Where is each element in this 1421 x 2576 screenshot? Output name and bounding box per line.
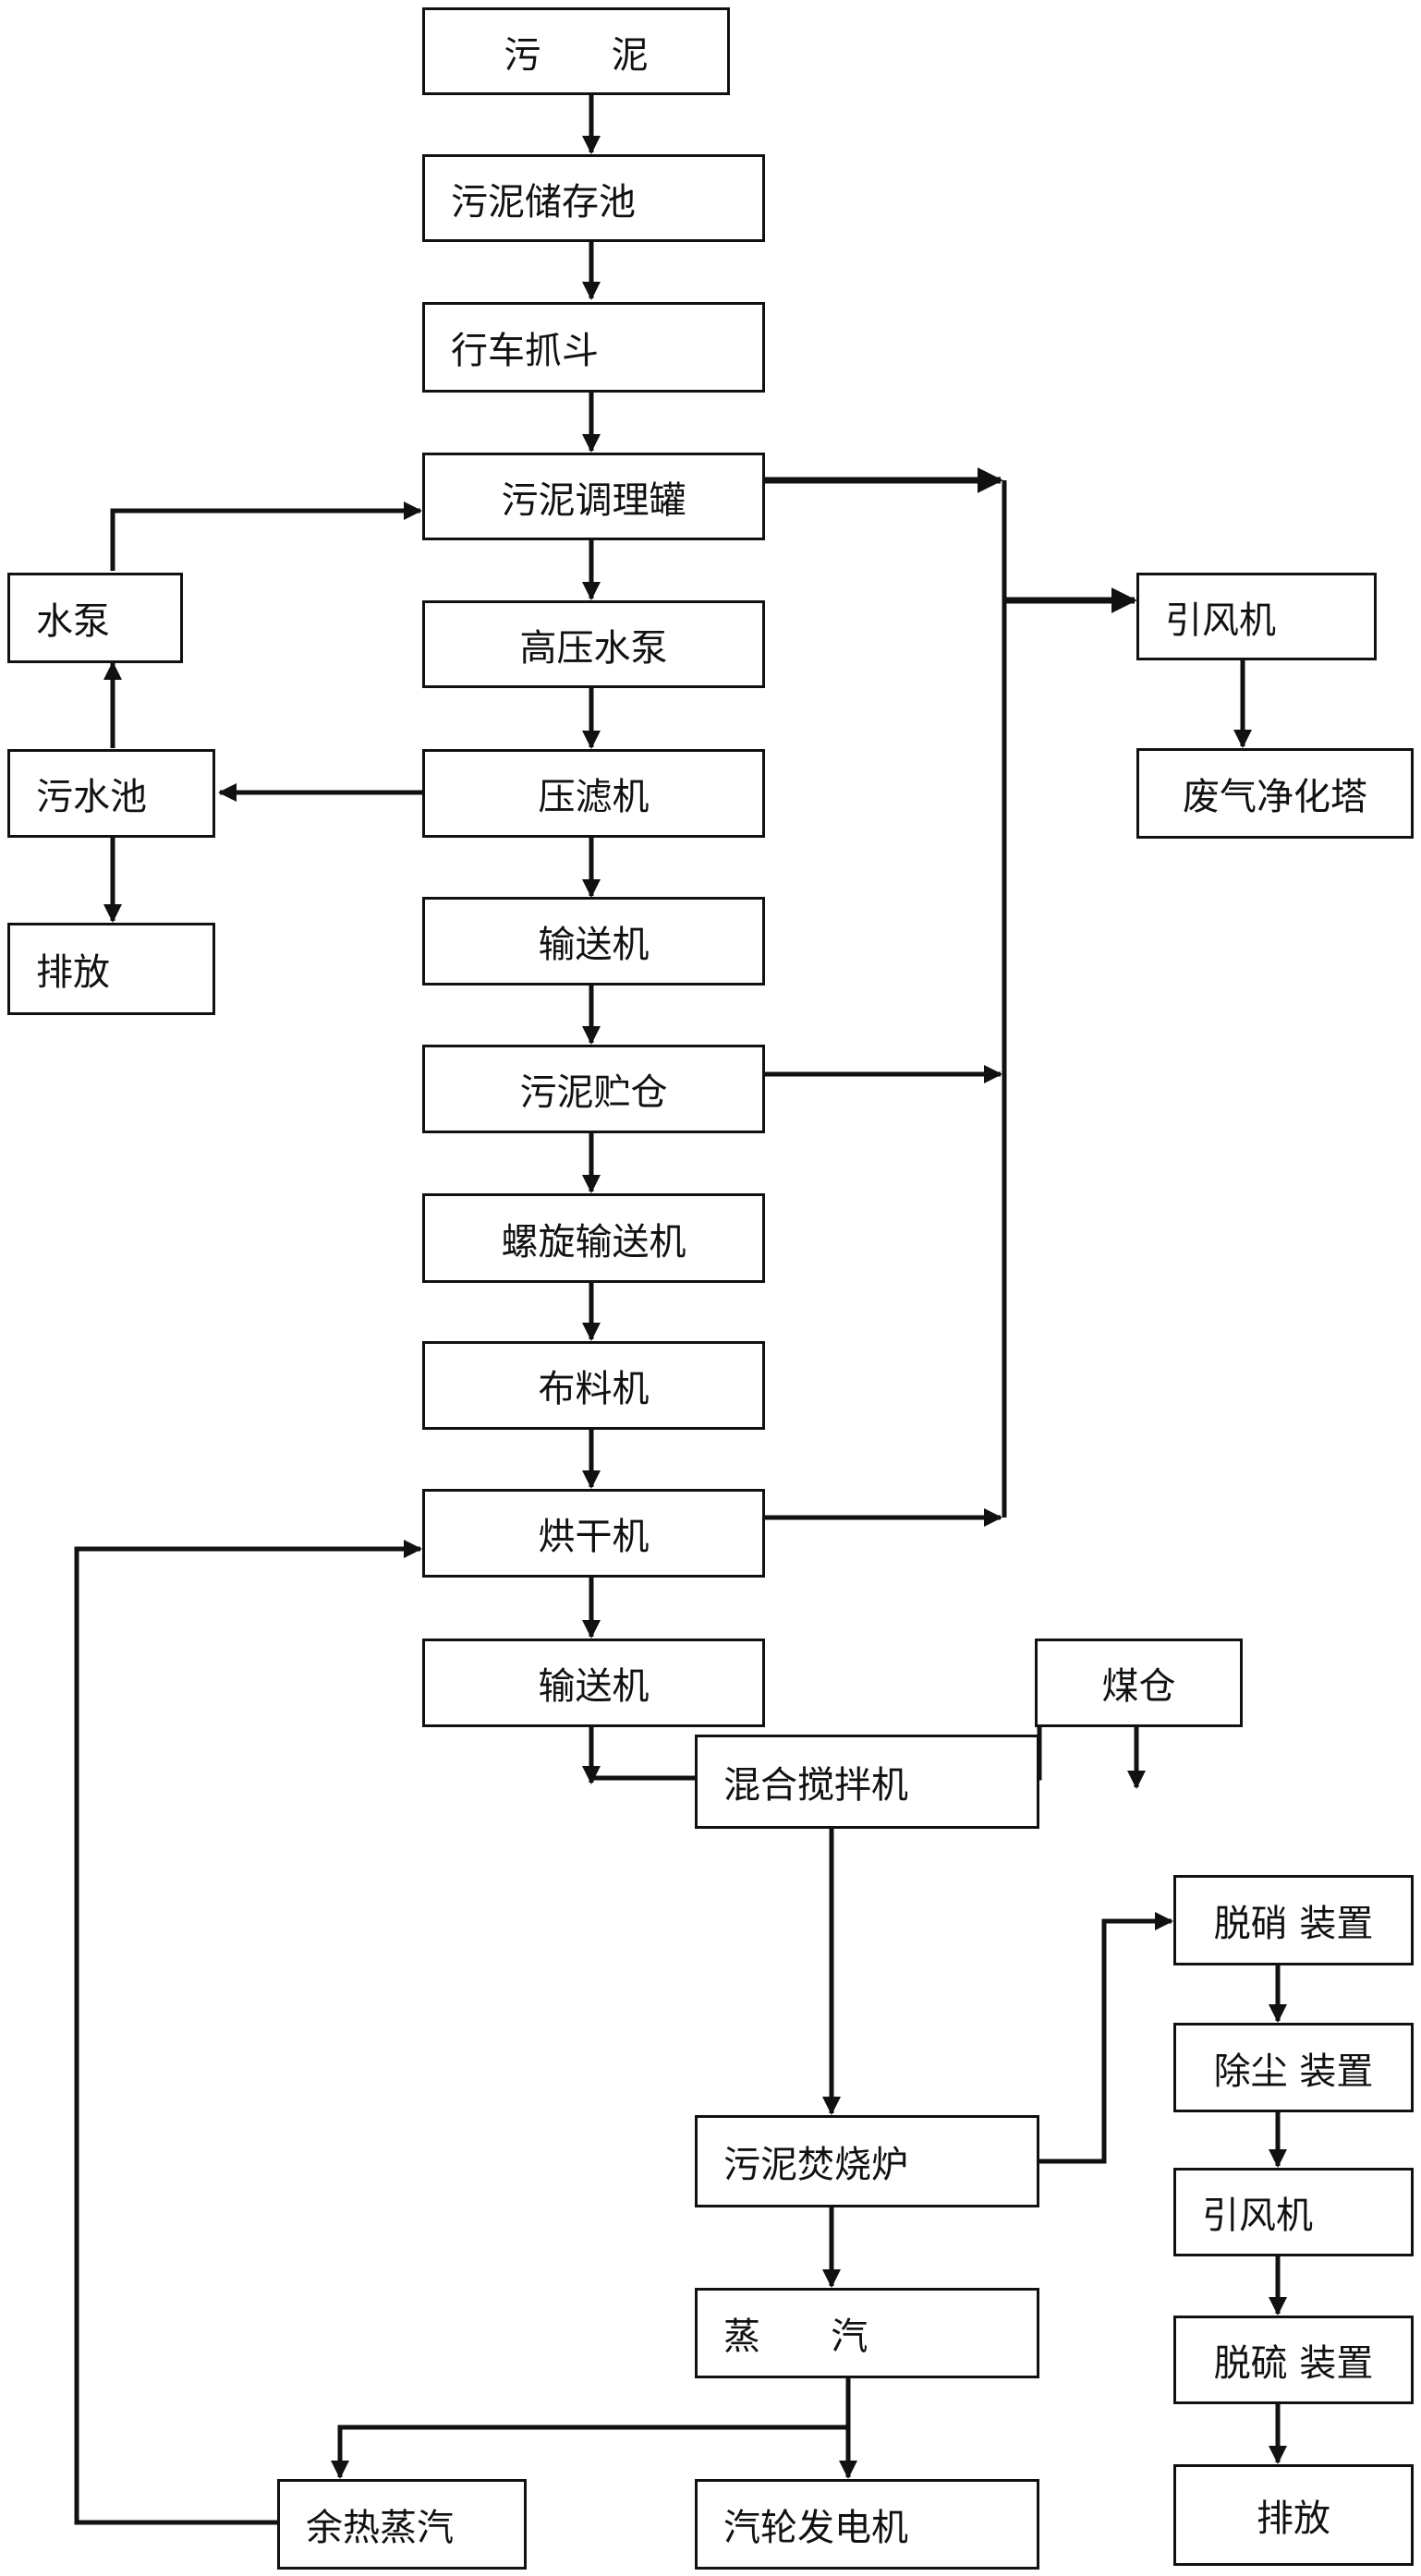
node-conditioning-tank: 污泥调理罐 bbox=[422, 453, 765, 540]
node-steam: 蒸 汽 bbox=[695, 2288, 1039, 2378]
node-sewage-pool: 污水池 bbox=[7, 749, 215, 838]
node-water-pump: 水泵 bbox=[7, 573, 183, 663]
node-dryer: 烘干机 bbox=[422, 1489, 765, 1578]
arrow-waste-heat-to-dryer bbox=[74, 1540, 422, 2525]
node-dust-removal: 除尘 装置 bbox=[1173, 2023, 1414, 2112]
node-coal-bunker: 煤仓 bbox=[1035, 1639, 1243, 1727]
node-crane-grab: 行车抓斗 bbox=[422, 302, 765, 393]
node-sludge-storage: 污泥储存池 bbox=[422, 154, 765, 242]
node-discharge-right: 排放 bbox=[1173, 2464, 1414, 2566]
node-discharge-left: 排放 bbox=[7, 923, 215, 1015]
arrow-incinerator-to-denitrification bbox=[1039, 1912, 1173, 2164]
node-denitrification: 脱硝 装置 bbox=[1173, 1875, 1414, 1965]
node-filter-press: 压滤机 bbox=[422, 749, 765, 838]
node-conveyor-1: 输送机 bbox=[422, 897, 765, 986]
node-distributor: 布料机 bbox=[422, 1341, 765, 1430]
node-incinerator: 污泥焚烧炉 bbox=[695, 2115, 1039, 2207]
node-waste-heat-steam: 余热蒸汽 bbox=[277, 2479, 527, 2570]
node-high-pressure-pump: 高压水泵 bbox=[422, 600, 765, 688]
node-sludge-silo: 污泥贮仓 bbox=[422, 1045, 765, 1133]
node-sludge: 污 泥 bbox=[422, 7, 730, 95]
node-turbine-generator: 汽轮发电机 bbox=[695, 2479, 1039, 2570]
node-mixer: 混合搅拌机 bbox=[695, 1735, 1039, 1829]
node-gas-purification-tower: 废气净化塔 bbox=[1136, 748, 1414, 839]
node-screw-conveyor: 螺旋输送机 bbox=[422, 1193, 765, 1283]
arrow-steam-to-waste-heat bbox=[331, 2425, 848, 2479]
arrow-pump-to-tank bbox=[110, 502, 422, 571]
node-conveyor-2: 输送机 bbox=[422, 1639, 765, 1727]
node-desulfurization: 脱硫 装置 bbox=[1173, 2316, 1414, 2404]
arrow-conveyor-to-mix bbox=[589, 1725, 695, 1781]
node-induced-fan-top: 引风机 bbox=[1136, 573, 1377, 660]
node-induced-fan-bottom: 引风机 bbox=[1173, 2168, 1414, 2256]
